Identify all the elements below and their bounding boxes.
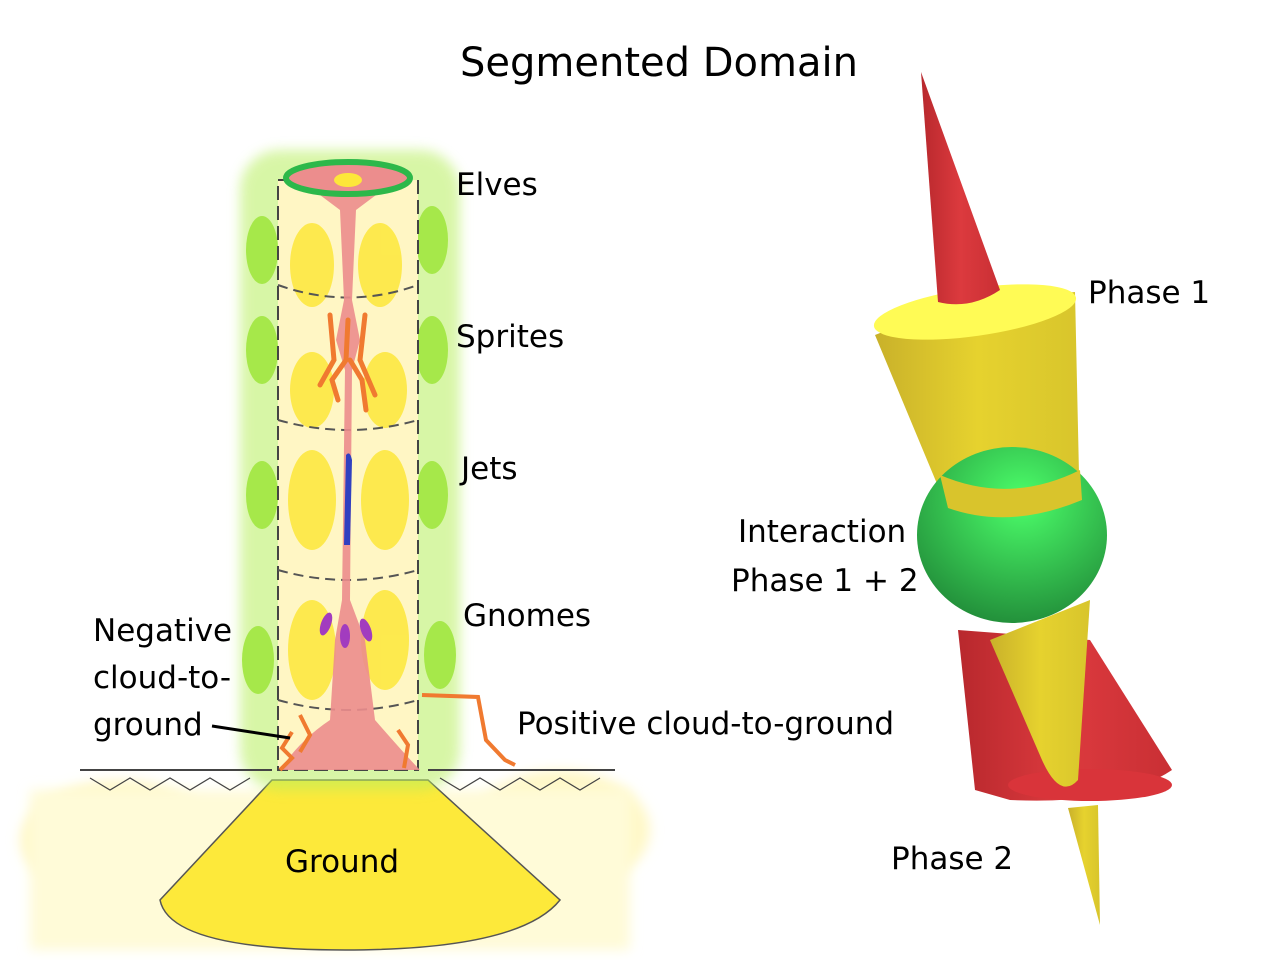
label-phase2: Phase 2 [891,841,1014,877]
label-positive-cg: Positive cloud-to-ground [517,706,895,742]
label-negative-cg-1: Negative [93,613,233,649]
sprites-lightning [317,312,378,413]
phase2-yellow-spike [1068,805,1100,925]
negative-cg-pointer [211,724,291,740]
ground-surface [80,769,615,791]
label-interaction-2: Phase 1 + 2 [731,563,919,599]
label-gnomes: Gnomes [463,598,592,634]
diagram-title: Segmented Domain [460,40,858,86]
cg-lightning [278,693,516,772]
jet-blue [344,453,352,545]
label-sprites: Sprites [456,319,565,355]
label-negative-cg-3: ground [93,707,203,743]
phase1-red-spike [921,72,1000,305]
ground-cone [159,779,562,951]
label-ground: Ground [285,844,400,880]
gnomes-purple [319,612,373,648]
label-elves: Elves [456,167,538,203]
phase1-top-face [873,284,1077,340]
label-phase1: Phase 1 [1088,275,1211,311]
label-negative-cg-2: cloud-to- [93,660,232,696]
phase2-yellow-tip [990,600,1090,787]
label-interaction-1: Interaction [738,514,907,550]
elves-core [334,173,362,187]
label-jets: Jets [461,451,518,487]
sphere-yellow-overlap [940,470,1082,518]
